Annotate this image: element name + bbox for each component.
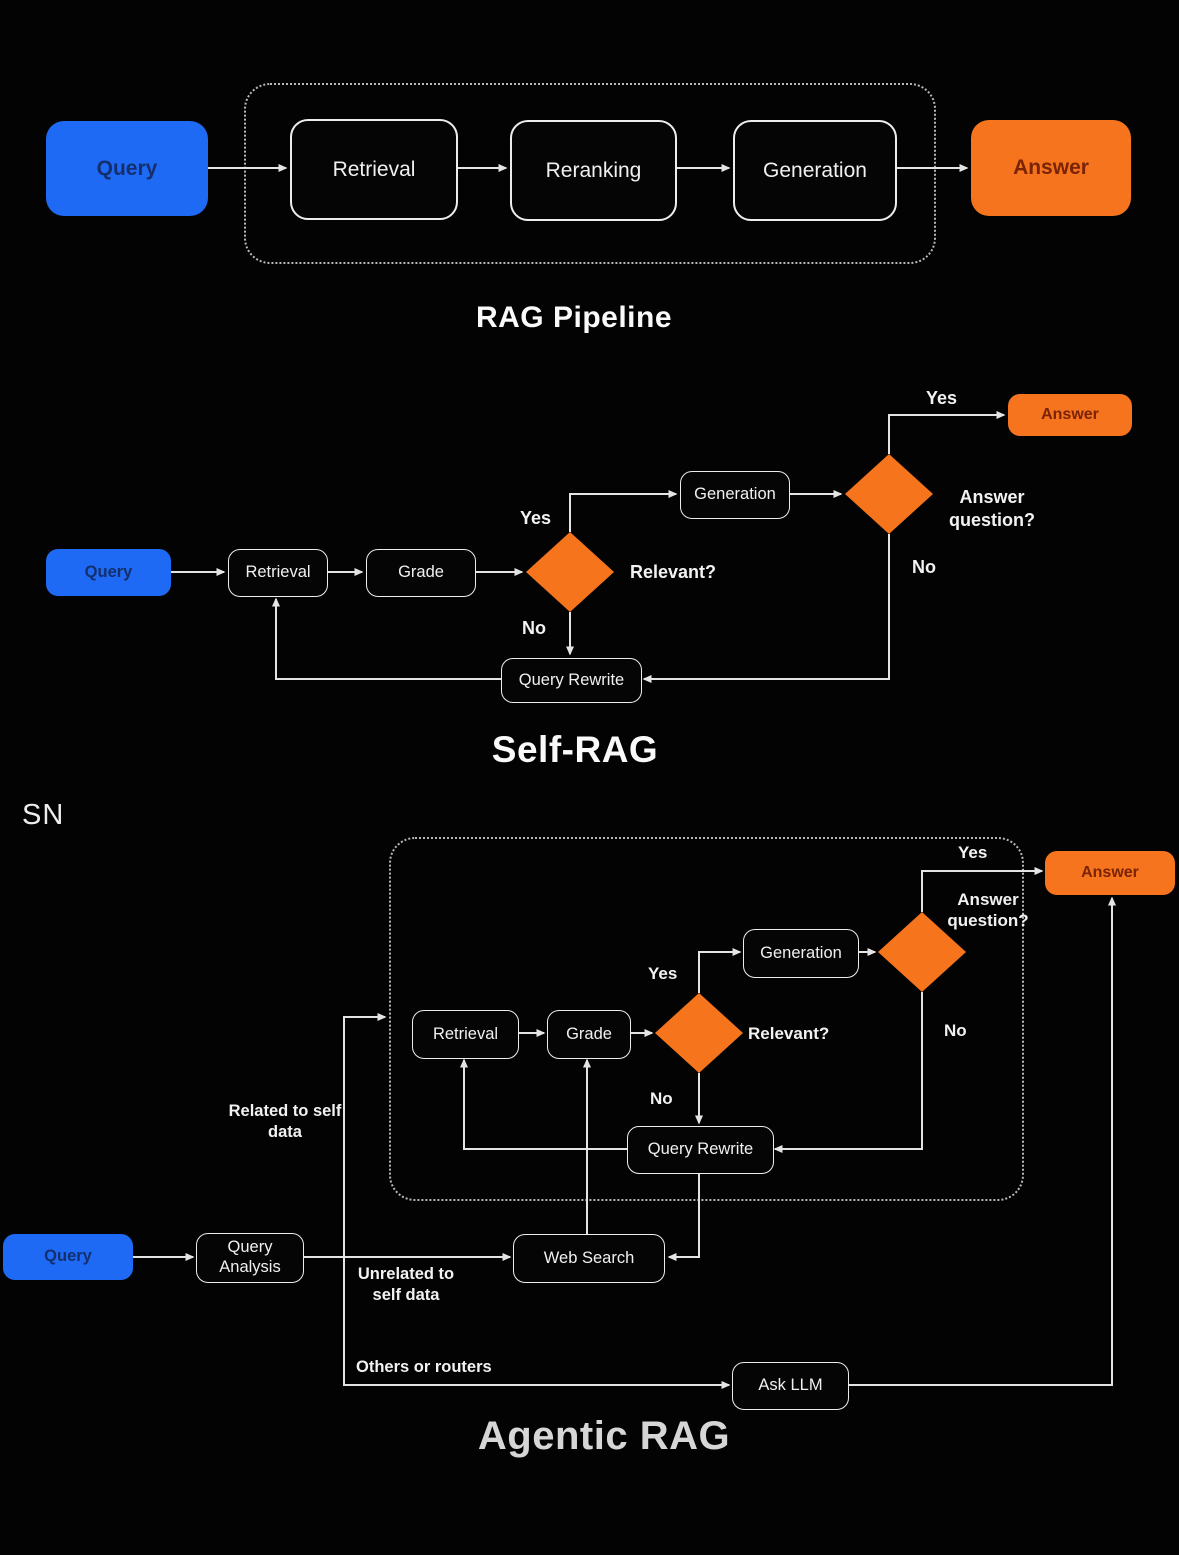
ar-web-search-node: Web Search bbox=[513, 1234, 665, 1283]
sr-answer-question-decision-diamond bbox=[845, 454, 933, 534]
sr-no-answer-label: No bbox=[912, 557, 936, 577]
ar-no-relevant-label: No bbox=[650, 1089, 673, 1108]
self-rag-title: Self-RAG bbox=[491, 729, 659, 770]
ar-answer-question-label: Answer question? bbox=[947, 890, 1029, 931]
rp-query-node: Query bbox=[46, 121, 208, 216]
rp-answer-node: Answer bbox=[971, 120, 1131, 216]
rp-retrieval-node: Retrieval bbox=[290, 119, 458, 220]
sr-relevant-label: Relevant? bbox=[630, 562, 717, 582]
ar-yes-relevant-label: Yes bbox=[648, 964, 678, 983]
sr-retrieval-node: Retrieval bbox=[228, 549, 328, 597]
edge-sr-queryrewrite-retrieval bbox=[272, 597, 501, 680]
ar-others-or-routers-label: Others or routers bbox=[356, 1358, 492, 1376]
ar-related-to-self-data-label: Related to self data bbox=[228, 1102, 342, 1141]
ar-unrelated-to-self-data-label: Unrelated to self data bbox=[357, 1265, 455, 1304]
ar-yes-answer-label: Yes bbox=[958, 843, 988, 862]
sr-no-relevant-label: No bbox=[522, 618, 546, 638]
rp-reranking-node: Reranking bbox=[510, 120, 677, 221]
sr-query-node: Query bbox=[46, 549, 171, 596]
ar-grade-node: Grade bbox=[547, 1010, 631, 1059]
sr-generation-node: Generation bbox=[680, 471, 790, 519]
rag-pipeline-dashed-container bbox=[244, 83, 936, 264]
rag-pipeline-title: RAG Pipeline bbox=[475, 301, 673, 334]
edge-ar-related-into-selfrag bbox=[343, 1013, 387, 1257]
ar-answer-node: Answer bbox=[1045, 851, 1175, 895]
sr-relevant-decision-diamond bbox=[526, 532, 614, 612]
ar-query-analysis-node: Query Analysis bbox=[196, 1233, 304, 1283]
ar-no-answer-label: No bbox=[944, 1021, 967, 1040]
agentic-rag-title: Agentic RAG bbox=[477, 1414, 731, 1458]
sr-answer-question-label: Answer question? bbox=[949, 487, 1035, 530]
sr-grade-node: Grade bbox=[366, 549, 476, 597]
sr-query-rewrite-node: Query Rewrite bbox=[501, 658, 642, 703]
sn-watermark: SN bbox=[22, 799, 65, 831]
ar-generation-node: Generation bbox=[743, 929, 859, 978]
ar-relevant-label: Relevant? bbox=[748, 1024, 830, 1043]
edge-sr-relevant-yes-generation bbox=[569, 490, 678, 532]
sr-yes-relevant-label: Yes bbox=[520, 508, 552, 528]
ar-query-rewrite-node: Query Rewrite bbox=[627, 1126, 774, 1174]
sr-yes-answer-label: Yes bbox=[926, 388, 958, 408]
sr-answer-node: Answer bbox=[1008, 394, 1132, 436]
edge-sr-answerquestion-yes-answer bbox=[888, 411, 1006, 454]
ar-retrieval-node: Retrieval bbox=[412, 1010, 519, 1059]
rp-generation-node: Generation bbox=[733, 120, 897, 221]
ar-ask-llm-node: Ask LLM bbox=[732, 1362, 849, 1410]
edge-sr-answerquestion-no-queryrewrite bbox=[642, 534, 890, 683]
ar-query-node: Query bbox=[3, 1234, 133, 1280]
